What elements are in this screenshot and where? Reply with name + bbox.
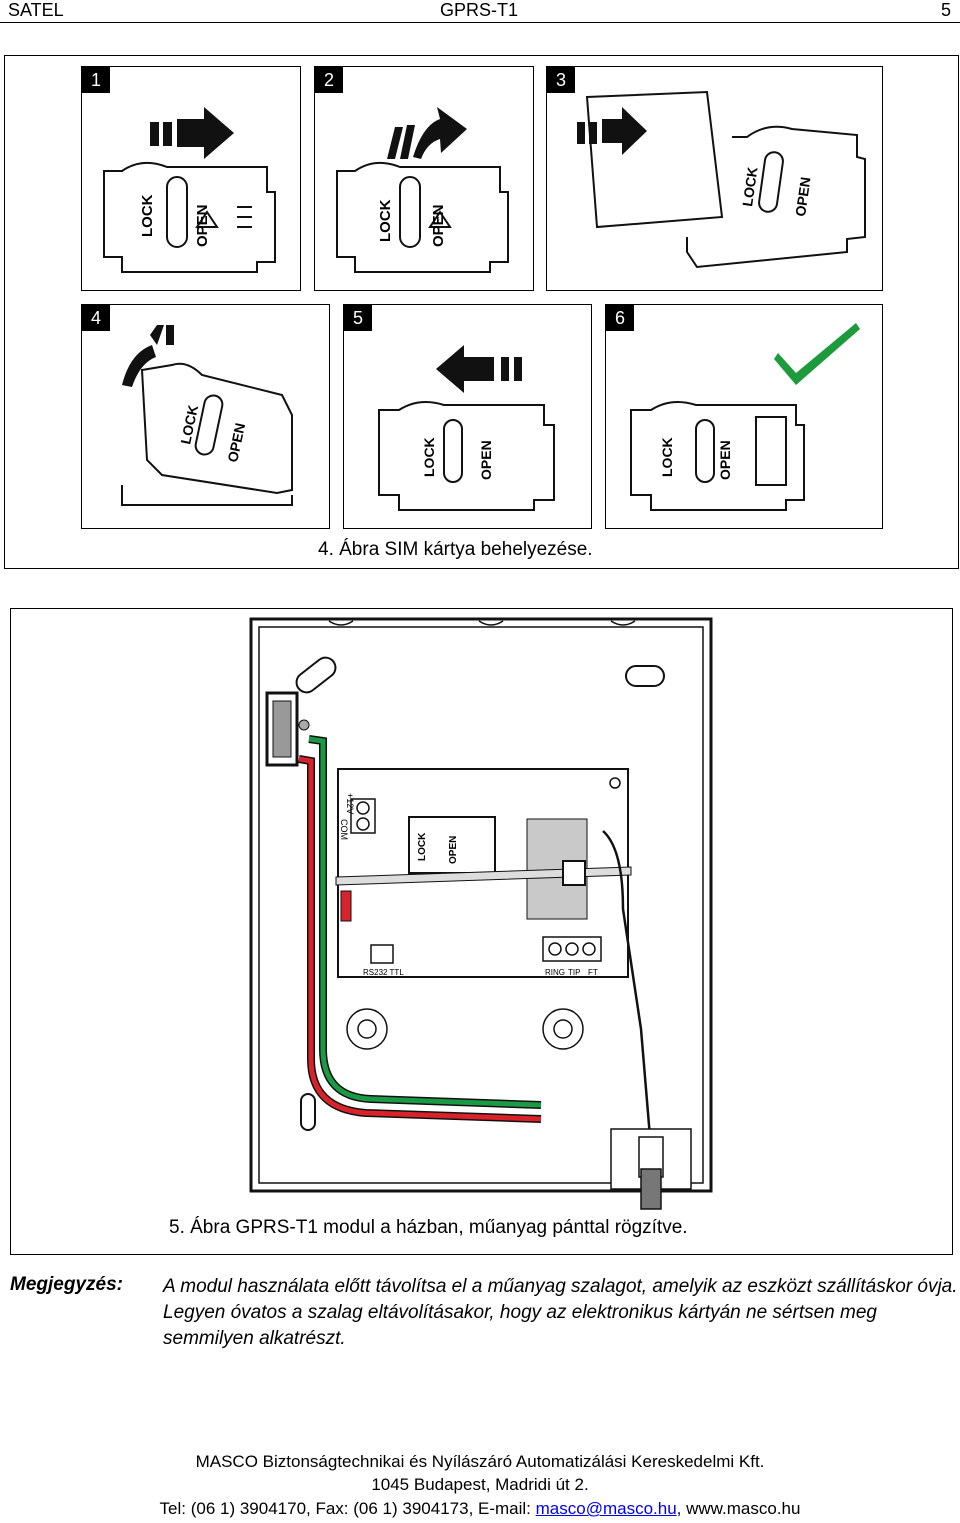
plastic-cable-tie: [335, 860, 632, 886]
terminal-power-label: +12V: [345, 793, 355, 814]
sim-step-4-illustration: LOCK OPEN: [121, 325, 293, 506]
mounting-holes: [346, 1008, 584, 1050]
footer-email-link[interactable]: masco@masco.hu: [535, 1499, 677, 1518]
footer-address: 1045 Budapest, Madridi út 2.: [371, 1475, 589, 1494]
figure-4-caption: 4. Ábra SIM kártya behelyezése.: [318, 539, 593, 560]
insert-arrow-icon: [577, 107, 647, 155]
footer-contact-prefix: Tel: (06 1) 3904170, Fax: (06 1) 3904173…: [159, 1499, 536, 1518]
power-connector: [265, 691, 310, 767]
sim-step-5-illustration: LOCK OPEN: [378, 345, 555, 511]
header-page-number: 5: [941, 0, 952, 20]
sim-holder-icon: [121, 362, 293, 506]
step-panel-6: 6 LOCK OPEN: [605, 304, 883, 529]
step-number: 3: [547, 67, 575, 93]
antenna-connector: [610, 1128, 692, 1210]
holder-lock-label: LOCK: [421, 437, 437, 477]
holder-lock-label: LOCK: [377, 199, 394, 242]
close-arrow-icon: [122, 325, 174, 387]
sim-step-3-illustration: LOCK OPEN: [577, 90, 866, 269]
ft-label: FT: [588, 968, 598, 977]
sim-holder-icon: [103, 161, 276, 273]
checkmark-icon: [774, 323, 860, 385]
antenna-cable: [602, 830, 653, 1150]
sim-holder-icon: [686, 125, 866, 269]
pcb-sim-open-label: OPEN: [448, 836, 459, 864]
note-label: Megjegyzés:: [10, 1274, 123, 1295]
terminal-com-label: COM: [339, 819, 349, 840]
holder-open-label: OPEN: [792, 176, 813, 218]
sim-holder-icon: [336, 161, 509, 273]
step-panel-1: 1 LOCK OPEN: [81, 66, 301, 291]
holder-open-label: OPEN: [717, 440, 733, 480]
holder-open-label: OPEN: [194, 204, 211, 247]
holder-open-label: OPEN: [430, 204, 447, 247]
header-brand: SATEL: [8, 0, 64, 20]
figure-5-caption: 5. Ábra GPRS-T1 modul a házban, műanyag …: [169, 1217, 688, 1238]
sim-holder-icon: [378, 400, 555, 511]
page-header: SATEL GPRS-T1 5: [0, 0, 960, 23]
step-panel-4: 4 LOCK OPEN: [81, 304, 330, 529]
holder-lock-label: LOCK: [659, 437, 675, 477]
sim-card-icon: [585, 90, 724, 229]
ring-label: RING: [545, 968, 565, 977]
figure-4-box: 1 LOCK OPEN 2: [4, 55, 959, 569]
holder-lock-label: LOCK: [139, 194, 156, 237]
footer-contact-separator: ,: [676, 1499, 687, 1518]
header-product: GPRS-T1: [440, 0, 519, 20]
slide-lock-arrow-icon: [436, 345, 522, 393]
footer-website[interactable]: www.masco.hu: [686, 1499, 801, 1518]
step-panel-3: 3 LOCK OPEN: [546, 66, 883, 291]
step-number: 4: [82, 305, 110, 331]
housing-illustration: +12V COM LOCK OPEN RS232 TTL RING TIP FT: [249, 617, 713, 1210]
pcb-sim-lock-label: LOCK: [417, 832, 428, 861]
holder-open-label: OPEN: [224, 421, 248, 463]
note-text: A modul használata előtt távolítsa el a …: [163, 1276, 958, 1349]
footer-contact: Tel: (06 1) 3904170, Fax: (06 1) 3904173…: [0, 1499, 960, 1519]
step-number: 1: [82, 67, 110, 93]
figure-5-box: +12V COM LOCK OPEN RS232 TTL RING TIP FT…: [10, 608, 953, 1255]
step-number: 6: [606, 305, 634, 331]
push-arrow-icon: [150, 107, 234, 159]
step-number: 2: [315, 67, 343, 93]
sim-step-2-illustration: LOCK OPEN: [336, 107, 509, 273]
step-panel-5: 5 LOCK OPEN: [343, 304, 592, 529]
sim-step-1-illustration: LOCK OPEN: [103, 107, 276, 273]
tip-label: TIP: [568, 968, 580, 977]
holder-open-label: OPEN: [478, 440, 494, 480]
step-number: 5: [344, 305, 372, 331]
footer-company: MASCO Biztonságtechnikai és Nyílászáró A…: [195, 1452, 765, 1471]
housing-outline: [249, 617, 713, 1193]
rs232-label: RS232 TTL: [363, 968, 404, 977]
sim-step-6-illustration: LOCK OPEN: [630, 323, 860, 511]
flip-arrow-icon: [387, 107, 467, 159]
step-panel-2: 2 LOCK OPEN: [314, 66, 534, 291]
holder-lock-label: LOCK: [739, 166, 760, 208]
sim-holder-icon: [630, 400, 805, 511]
